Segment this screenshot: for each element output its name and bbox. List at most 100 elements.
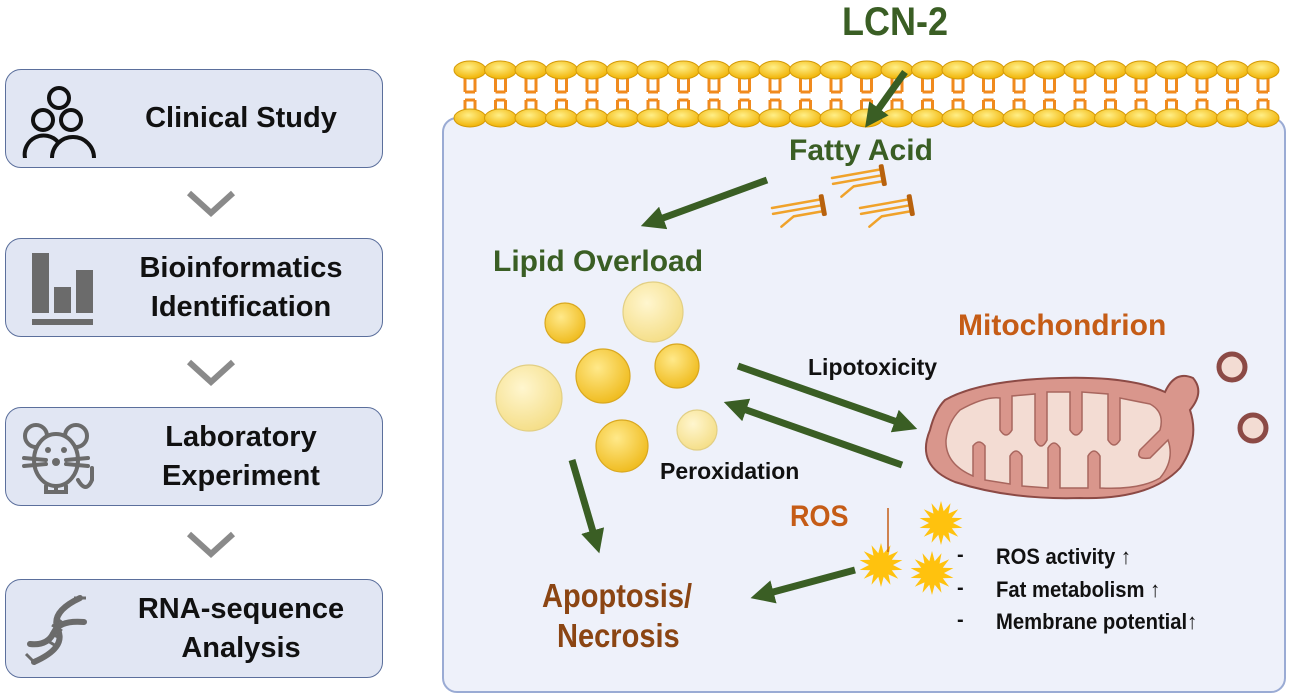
- mitochondrion-organelle: [925, 351, 1269, 500]
- mitochondrion-label: Mitochondrion: [958, 309, 1167, 342]
- lipid-head: [972, 60, 1005, 80]
- chevron-down-icon: [186, 531, 236, 559]
- arrow-lcn2-to-fatty-acid: [865, 69, 908, 128]
- lipid-head: [697, 60, 731, 80]
- lipid-tail: [1226, 74, 1239, 116]
- lipid-droplets: [495, 281, 718, 473]
- arrow-lipid-to-apoptosis: [568, 459, 605, 554]
- lipid-head: [911, 60, 944, 80]
- lipid-head: [758, 60, 792, 80]
- effect-membrane-potential: Membrane potential↑: [996, 609, 1198, 634]
- lipid-head: [1002, 108, 1036, 128]
- lipid-tail: [768, 74, 782, 116]
- step-laboratory: Laboratory Experiment: [5, 407, 383, 506]
- lipotoxicity-label: Lipotoxicity: [808, 354, 938, 380]
- lipid-head: [819, 60, 853, 80]
- lipid-tail: [1165, 74, 1178, 116]
- lipid-head: [1094, 60, 1127, 80]
- effect-bullet: -: [957, 577, 964, 599]
- lipid-tail: [951, 74, 965, 116]
- bar-chart-icon: [32, 253, 93, 325]
- lipid-tail: [921, 74, 934, 116]
- lipid-head: [606, 108, 639, 128]
- lipid-overload-label: Lipid Overload: [493, 245, 704, 278]
- lipid-droplet: [575, 348, 631, 404]
- lipid-tail: [463, 74, 477, 116]
- lipid-head: [1185, 108, 1219, 128]
- people-group-icon: [22, 86, 96, 158]
- lipid-head: [1124, 108, 1158, 128]
- lipid-tail: [585, 74, 599, 116]
- arrow-peroxidation: [723, 398, 904, 469]
- lipid-head: [972, 108, 1005, 128]
- lipid-tail: [1134, 74, 1148, 116]
- fatty-acid-label: Fatty Acid: [789, 134, 933, 167]
- lipid-head: [697, 108, 731, 128]
- lipid-head: [1155, 60, 1188, 80]
- lipid-tail: [1012, 74, 1026, 116]
- lipid-head: [514, 60, 548, 80]
- fatty-acid-molecules: [770, 164, 915, 228]
- lipid-head: [1094, 108, 1127, 128]
- lipid-head: [667, 108, 700, 128]
- necrosis-label: Necrosis: [557, 617, 680, 654]
- step-label: Laboratory Experiment: [162, 420, 320, 492]
- lipid-head: [728, 60, 761, 80]
- lipid-head: [636, 60, 670, 80]
- lipid-head: [728, 108, 761, 128]
- lipid-head: [1033, 60, 1066, 80]
- lipid-head: [514, 108, 548, 128]
- lipid-tail: [1073, 74, 1087, 116]
- lipid-head: [1124, 60, 1158, 80]
- lipid-droplet: [595, 419, 649, 473]
- lipid-head: [941, 108, 975, 128]
- lipid-tail: [1104, 74, 1117, 116]
- peroxidation-label: Peroxidation: [660, 458, 800, 484]
- ros-particles: [859, 501, 963, 595]
- lipid-head: [758, 108, 792, 128]
- lipid-tail: [524, 74, 538, 116]
- lipid-head: [1063, 60, 1097, 80]
- effect-bullet: -: [957, 544, 964, 566]
- lipid-head: [1246, 60, 1280, 80]
- step-label: RNA-sequence Analysis: [137, 592, 345, 664]
- lipid-head: [453, 108, 487, 128]
- lipid-droplet: [676, 409, 718, 451]
- lipid-droplet: [544, 302, 586, 344]
- arrow-lipotoxicity: [736, 362, 918, 433]
- lipid-head: [1185, 60, 1219, 80]
- ros-label: ROS: [790, 500, 849, 533]
- lipid-head: [667, 60, 700, 80]
- lipid-tail: [860, 74, 873, 116]
- lcn2-label: LCN-2: [842, 0, 949, 44]
- effect-ros-activity: ROS activity ↑: [996, 544, 1131, 569]
- step-clinical-study: Clinical Study: [5, 69, 383, 168]
- lipid-tail: [890, 74, 904, 116]
- lipid-head: [606, 60, 639, 80]
- lipid-head: [941, 60, 975, 80]
- lipid-head: [484, 108, 517, 128]
- lipid-head: [789, 60, 822, 80]
- lipid-tail: [616, 74, 629, 116]
- lipid-head: [575, 60, 609, 80]
- chevron-down-icon: [186, 190, 236, 218]
- lipid-head: [1155, 108, 1188, 128]
- lipid-head: [636, 108, 670, 128]
- lipid-tail: [1043, 74, 1056, 116]
- dna-icon: [24, 595, 87, 666]
- lipid-head: [1216, 108, 1249, 128]
- ros-star: [919, 501, 963, 545]
- lipid-head: [880, 108, 914, 128]
- mouse-icon: [22, 423, 94, 494]
- lipid-tail: [1256, 74, 1270, 116]
- lipid-tail: [677, 74, 690, 116]
- lipid-tail: [1195, 74, 1209, 116]
- lipid-head: [575, 108, 609, 128]
- lipid-head: [1002, 60, 1036, 80]
- lipid-head: [819, 108, 853, 128]
- apoptosis-label: Apoptosis/: [542, 577, 693, 614]
- step-label: Clinical Study: [145, 102, 337, 134]
- ros-star: [859, 543, 903, 587]
- lipid-head: [484, 60, 517, 80]
